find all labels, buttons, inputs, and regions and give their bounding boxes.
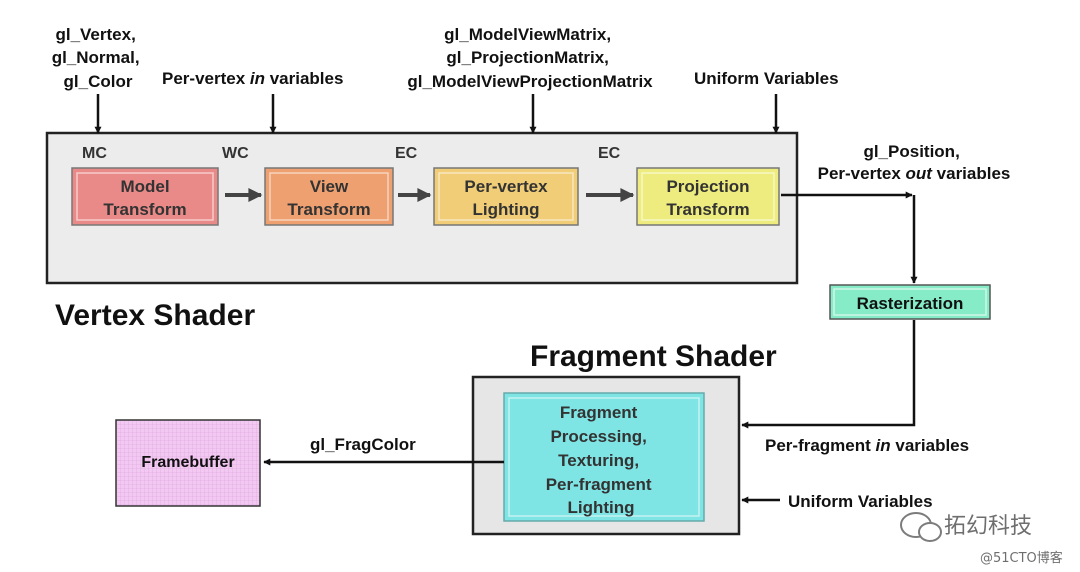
watermark-account: 拓幻科技 [944, 514, 1032, 539]
svg-text:Rasterization: Rasterization [857, 294, 964, 313]
watermark: 拓幻科技 @51CTO博客 [900, 512, 1063, 566]
uniform-variables-fragment-label: Uniform Variables [788, 492, 933, 511]
uniform-variables-top-label: Uniform Variables [694, 69, 839, 88]
watermark-site: @51CTO博客 [980, 550, 1063, 566]
per-vertex-in-label: Per-vertex in variables [162, 69, 343, 88]
frag-color-label: gl_FragColor [310, 435, 416, 454]
matrices-label: gl_ModelViewMatrix, gl_ProjectionMatrix,… [407, 25, 653, 91]
fragment-processing-box: Fragment Processing, Texturing, Per-frag… [503, 392, 705, 522]
fragment-shader-title: Fragment Shader [530, 340, 777, 373]
vertex-shader-title: Vertex Shader [55, 299, 255, 332]
rasterization-output-arrow [741, 320, 916, 429]
space-label-wc: WC [222, 145, 249, 162]
builtin-inputs-label: gl_Vertex, gl_Normal, gl_Color [52, 25, 145, 91]
space-label-mc: MC [82, 145, 107, 162]
svg-text:Fragment Processing,: Fragment Processing, Texturing, Per-frag… [546, 403, 657, 517]
per-fragment-in-label: Per-fragment in variables [765, 436, 969, 455]
rasterization-box: Rasterization [829, 284, 991, 320]
vertex-outputs-label: gl_Position, Per-vertex out variables [818, 142, 1011, 183]
wechat-icon [900, 512, 942, 542]
svg-text:Framebuffer: Framebuffer [141, 454, 234, 471]
space-label-ec-2: EC [598, 145, 621, 162]
space-label-ec-1: EC [395, 145, 418, 162]
framebuffer-box: Framebuffer [115, 419, 261, 507]
